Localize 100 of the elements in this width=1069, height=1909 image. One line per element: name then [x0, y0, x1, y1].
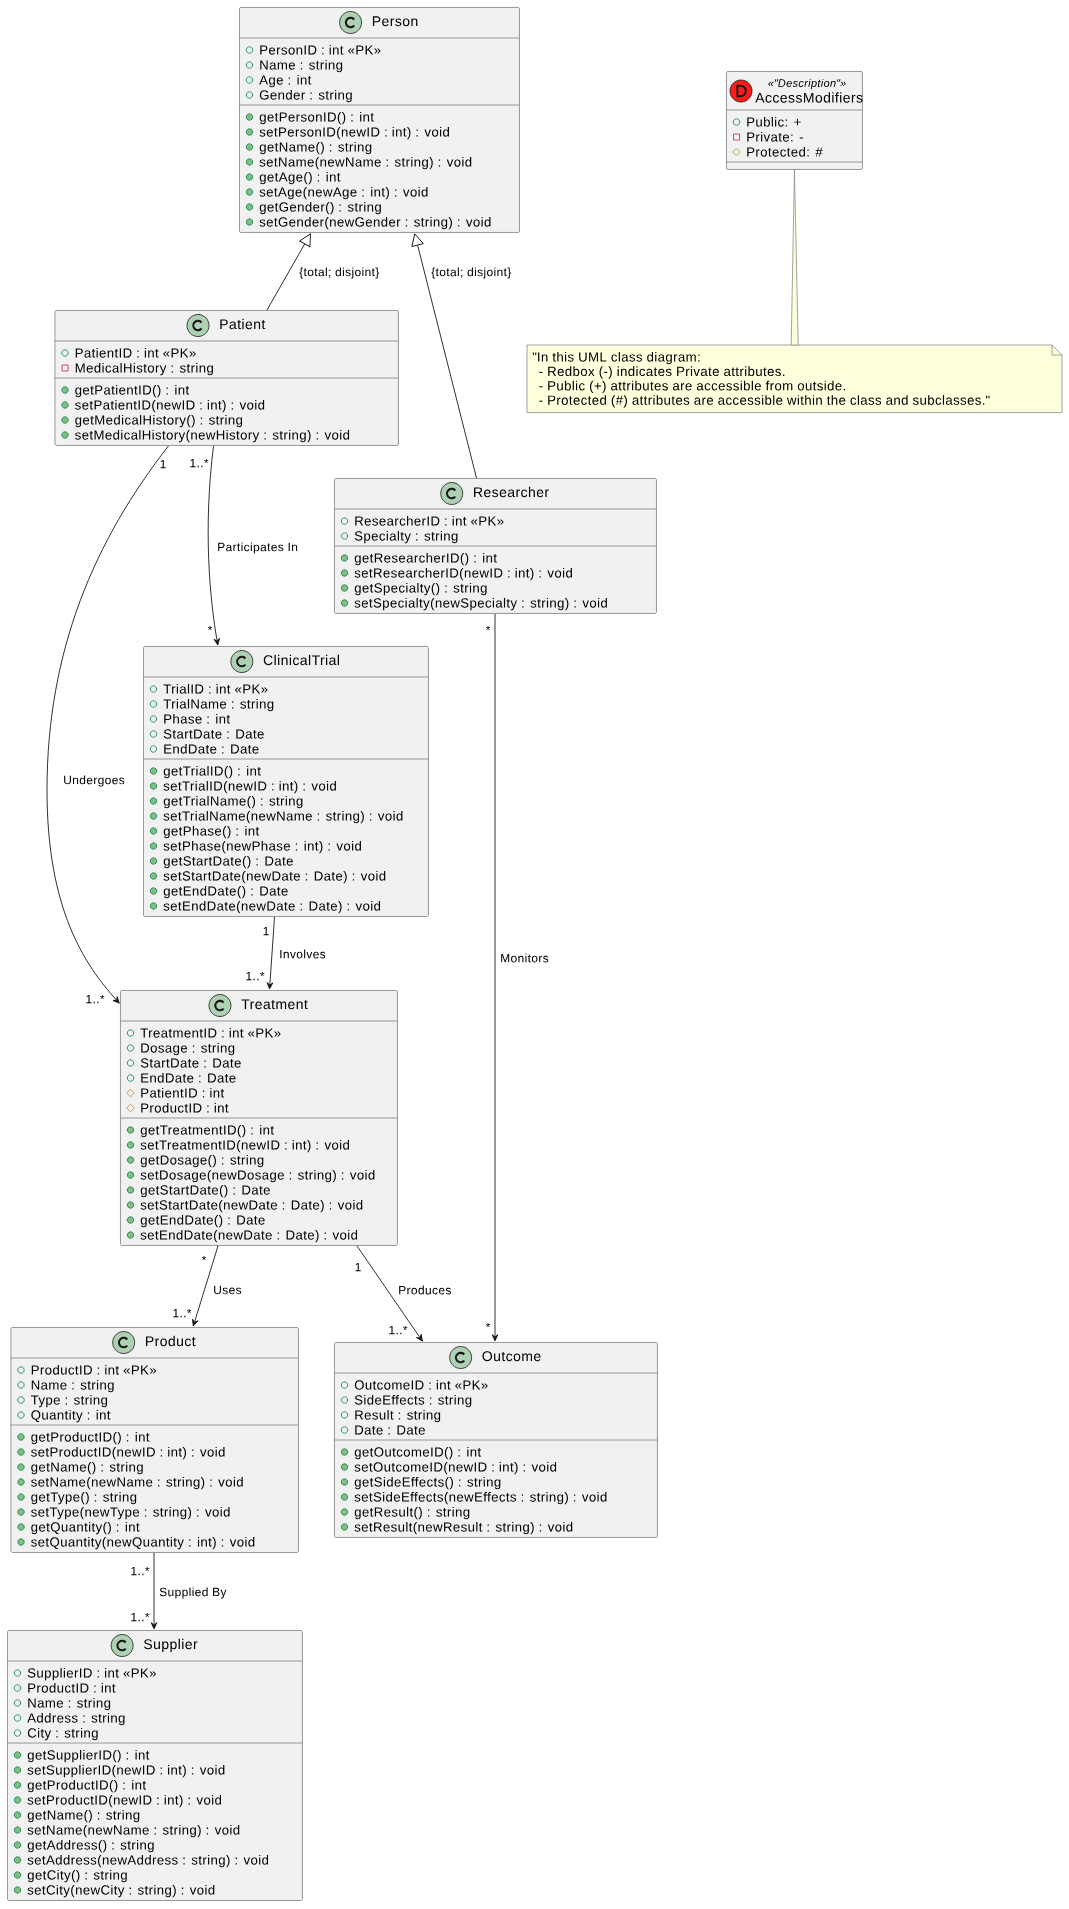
method-text: getEndDate() : Date	[140, 1214, 265, 1228]
multiplicity-label: *	[207, 625, 213, 631]
multiplicity-label: 1..*	[131, 1566, 150, 1576]
arrow	[207, 445, 220, 646]
attribute-text: TrialID : int «PK»	[163, 683, 268, 694]
attribute-text: Name : string	[28, 1697, 111, 1711]
attribute-text: SupplierID : int «PK»	[27, 1667, 156, 1681]
method-text: getCity() : string	[27, 1869, 127, 1883]
class-name: ClinicalTrial	[263, 654, 339, 666]
method-text: setTrialName(newName : string) : void	[163, 810, 403, 824]
method-text: setTreatmentID(newID : int) : void	[140, 1139, 349, 1153]
method-text: getDosage() : string	[140, 1154, 264, 1168]
attribute-text: ProductID : int	[141, 1102, 229, 1113]
method-text: setQuantity(newQuantity : int) : void	[31, 1536, 255, 1550]
attribute-text: Private: -	[747, 131, 803, 142]
method-text: setSideEffects(newEffects : string) : void	[354, 1491, 607, 1505]
method-text: setPhase(newPhase : int) : void	[163, 840, 361, 854]
attribute-text: Phase : int	[164, 713, 230, 724]
multiplicity-label: *	[485, 625, 491, 631]
attribute-text: PersonID : int «PK»	[260, 44, 381, 55]
attribute-text: ProductID : int	[28, 1682, 116, 1693]
attribute-text: TreatmentID : int «PK»	[140, 1027, 281, 1038]
edge-label: {total; disjoint}	[431, 267, 512, 279]
method-text: getProductID() : int	[27, 1779, 146, 1793]
arrow	[46, 445, 169, 1004]
stereotype-text: «"Description"»	[768, 78, 846, 90]
arrow	[266, 916, 275, 990]
method-text: setProductID(newID : int) : void	[27, 1794, 222, 1808]
method-text: setSpecialty(newSpecialty : string) : void	[354, 597, 607, 611]
multiplicity-label: 1	[160, 459, 166, 469]
attribute-text: EndDate : Date	[164, 743, 259, 754]
multiplicity-label: *	[485, 1322, 491, 1328]
edge-label: Produces	[399, 1285, 451, 1295]
method-text: getProductID() : int	[31, 1431, 150, 1445]
attribute-text: OutcomeID : int «PK»	[354, 1379, 488, 1390]
attribute-text: SideEffects : string	[354, 1394, 472, 1408]
class-name: Supplier	[144, 1638, 198, 1652]
method-text: getTrialName() : string	[163, 795, 303, 809]
attribute-text: Result : string	[355, 1409, 441, 1423]
attribute-text: MedicalHistory : string	[75, 362, 213, 376]
method-text: setTrialID(newID : int) : void	[163, 780, 336, 794]
attribute-text: Age : int	[259, 74, 312, 88]
multiplicity-label: 1..*	[173, 1308, 192, 1318]
method-text: setType(newType : string) : void	[31, 1506, 230, 1520]
method-text: getResult() : string	[354, 1506, 470, 1520]
generalization-arrow	[411, 233, 477, 479]
method-text: setGender(newGender : string) : void	[259, 216, 491, 230]
method-text: setPersonID(newID : int) : void	[259, 126, 449, 140]
method-text: getEndDate() : Date	[163, 885, 288, 899]
method-text: setMedicalHistory(newHistory : string) : void	[75, 429, 350, 443]
method-text: setAddress(newAddress : string) : void	[27, 1854, 269, 1868]
method-text: getPersonID() : int	[259, 111, 374, 125]
edge-label: Participates In	[218, 542, 298, 554]
method-text: getSupplierID() : int	[27, 1749, 150, 1763]
attribute-text: Address : string	[27, 1712, 125, 1726]
method-text: getOutcomeID() : int	[354, 1446, 482, 1460]
method-text: getName() : string	[259, 141, 372, 155]
attribute-text: PatientID : int	[141, 1087, 225, 1098]
multiplicity-label: 1..*	[131, 1612, 150, 1622]
multiplicity-label: 1..*	[246, 971, 265, 981]
multiplicity-label: 1	[355, 1262, 361, 1272]
class-name: Product	[146, 1335, 196, 1347]
method-text: setDosage(newDosage : string) : void	[140, 1169, 375, 1183]
attribute-text: Specialty : string	[354, 530, 458, 544]
method-text: getPhase() : int	[163, 825, 260, 839]
note-connector	[790, 169, 799, 346]
method-text: getSpecialty() : string	[354, 582, 487, 596]
attribute-text: StartDate : Date	[140, 1058, 241, 1068]
attribute-text: TrialName : string	[163, 698, 274, 712]
method-text: setAge(newAge : int) : void	[259, 186, 428, 200]
edge-label: Monitors	[501, 953, 549, 963]
class-name: Person	[372, 16, 418, 27]
method-text: getTreatmentID() : int	[140, 1124, 274, 1138]
multiplicity-label: 1..*	[190, 458, 209, 468]
edge-label: Supplied By	[159, 1587, 227, 1599]
attribute-text: Quantity : int	[31, 1409, 111, 1423]
method-text: getResearcherID() : int	[354, 552, 497, 566]
attribute-text: PatientID : int «PK»	[75, 347, 196, 358]
method-text: getStartDate() : Date	[140, 1184, 270, 1198]
method-text: setPatientID(newID : int) : void	[75, 399, 265, 413]
method-text: setResearcherID(newID : int) : void	[354, 567, 572, 581]
edge-label: Uses	[214, 1285, 242, 1295]
method-text: getPatientID() : int	[75, 384, 190, 398]
method-text: getQuantity() : int	[31, 1521, 140, 1535]
method-text: setProductID(newID : int) : void	[31, 1446, 225, 1460]
method-text: getMedicalHistory() : string	[75, 414, 243, 428]
method-text: setOutcomeID(newID : int) : void	[354, 1461, 557, 1475]
arrow	[192, 1245, 219, 1327]
note-text: - Protected (#) attributes are accessible within the class and subclasses."	[539, 395, 990, 408]
class-name: Treatment	[241, 999, 308, 1010]
edge-label: Involves	[280, 949, 326, 959]
arrow	[150, 1552, 158, 1630]
attribute-text: ResearcherID : int «PK»	[355, 515, 504, 526]
method-text: setName(newName : string) : void	[259, 156, 472, 170]
attribute-text: Date : Date	[355, 1425, 425, 1435]
attribute-text: EndDate : Date	[141, 1072, 236, 1083]
method-text: getName() : string	[27, 1809, 140, 1823]
method-text: getType() : string	[31, 1491, 137, 1505]
class-name: Outcome	[482, 1351, 541, 1362]
note-text: - Public (+) attributes are accessible from outside.	[539, 380, 846, 394]
